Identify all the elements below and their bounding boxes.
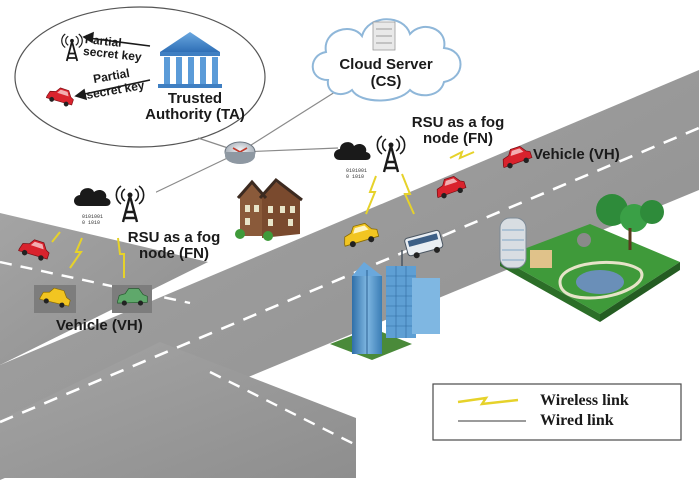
wireless-links bbox=[51, 150, 475, 278]
vehicle-right-label: Vehicle (VH) bbox=[533, 146, 620, 163]
main-road-lane-marking bbox=[0, 126, 699, 424]
svg-text:0 1010: 0 1010 bbox=[346, 174, 364, 180]
bus-icon bbox=[404, 229, 444, 259]
legend-wireless-label: Wireless link bbox=[540, 392, 629, 409]
rsu-left-icon: 0101001 0 1010 bbox=[72, 184, 156, 230]
ta-title-line2: Authority (TA) bbox=[145, 106, 245, 123]
wired-links bbox=[147, 91, 339, 197]
rsu-right-label-line1: RSU as a fog bbox=[411, 114, 505, 131]
svg-text:0101001: 0101001 bbox=[346, 168, 367, 174]
rsu-right-icon: 0101001 0 1010 bbox=[334, 134, 406, 180]
left-road-lane-marking bbox=[0, 260, 191, 305]
houses-icon bbox=[235, 177, 303, 241]
partial-key-arrows bbox=[74, 31, 151, 101]
router-icon bbox=[224, 141, 256, 164]
ta-title-line1: Trusted bbox=[167, 90, 223, 107]
legend-wireless-swatch bbox=[457, 396, 519, 406]
vehicle-left-group bbox=[34, 285, 152, 313]
legend-box bbox=[432, 383, 682, 441]
skyscrapers-icon bbox=[330, 250, 440, 360]
park-icon bbox=[499, 194, 680, 322]
trusted-authority-icon bbox=[158, 32, 222, 88]
legend-wired-label: Wired link bbox=[540, 412, 614, 429]
cloud-label-line2: (CS) bbox=[370, 73, 402, 90]
rsu-right-label-line2: node (FN) bbox=[423, 130, 493, 147]
rsu-left-label-line2: node (FN) bbox=[139, 245, 209, 262]
ta-domain-ellipse bbox=[14, 6, 266, 148]
taxi-icon bbox=[344, 222, 380, 248]
vehicle-left-label: Vehicle (VH) bbox=[56, 317, 143, 334]
left-road bbox=[0, 213, 208, 365]
road-network bbox=[0, 70, 699, 480]
svg-text:0 1010: 0 1010 bbox=[82, 220, 100, 226]
svg-text:0101001: 0101001 bbox=[82, 214, 103, 220]
cloud-server-icon bbox=[311, 18, 462, 102]
lower-road-lane-marking bbox=[209, 370, 357, 447]
rsu-left-label-line1: RSU as a fog bbox=[127, 229, 221, 246]
lower-road bbox=[0, 342, 356, 478]
cloud-label-line1: Cloud Server bbox=[339, 56, 433, 73]
